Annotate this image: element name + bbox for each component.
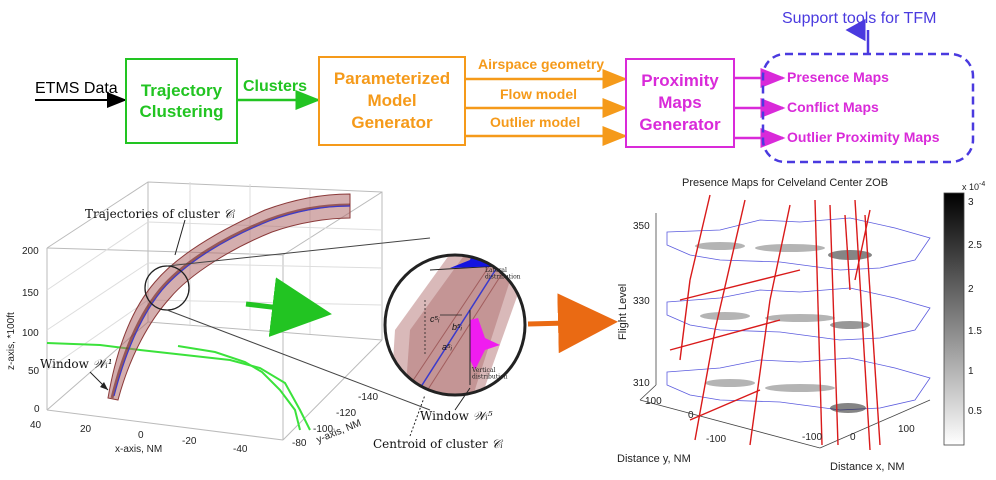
conflict-maps-label: Conflict Maps bbox=[787, 99, 879, 115]
presence-maps-label: Presence Maps bbox=[787, 69, 889, 85]
outlier-proximity-maps-label: Outlier Proximity Maps bbox=[787, 129, 940, 145]
airspace-geometry-label: Airspace geometry bbox=[478, 56, 605, 72]
zoom-line-bottom bbox=[166, 309, 431, 411]
symbol-c: c⁵ᵢ bbox=[430, 314, 440, 324]
airspace-level-330 bbox=[666, 287, 931, 341]
y-tick-m100: -100 bbox=[313, 424, 333, 435]
z-axis-label: z-axis, *100ft bbox=[6, 312, 17, 370]
z-tick-100: 100 bbox=[22, 328, 39, 339]
trajectory-tube-inner bbox=[110, 203, 351, 399]
distance-x-label: Distance x, NM bbox=[830, 461, 905, 473]
symbol-a: a⁵ᵢ bbox=[442, 342, 453, 352]
ground-track-1 bbox=[46, 342, 311, 431]
x-tick-m40: -40 bbox=[233, 444, 248, 455]
y-tick-m80: -80 bbox=[292, 438, 307, 449]
green-transition-arrow bbox=[245, 277, 332, 337]
support-tools-label: Support tools for TFM bbox=[782, 10, 937, 27]
level-310: 310 bbox=[633, 378, 650, 389]
x-tick-m20: -20 bbox=[182, 436, 197, 447]
x-axis-label: x-axis, NM bbox=[115, 444, 162, 455]
etms-label: ETMS Data bbox=[35, 80, 118, 97]
zoom-centroid-line bbox=[409, 255, 506, 395]
y-tick-m140: -140 bbox=[358, 392, 378, 403]
y-tick-m120: -120 bbox=[336, 408, 356, 419]
zoom-circle-border bbox=[383, 253, 527, 397]
airspace-level-350 bbox=[666, 217, 931, 271]
map-outputs-box bbox=[761, 52, 975, 164]
outlier-model-label: Outlier model bbox=[490, 114, 581, 130]
symbol-b: b⁵ᵢ bbox=[452, 322, 463, 332]
trajectories-annotation: Trajectories of cluster 𝒞ᵢ bbox=[85, 207, 236, 221]
flight-level-label: Flight Level bbox=[617, 284, 629, 340]
cbar-tick-2: 2 bbox=[968, 284, 974, 295]
y-tick-0: 0 bbox=[688, 410, 694, 421]
presence-map-title: Presence Maps for Celveland Center ZOB bbox=[682, 177, 888, 189]
cbar-tick-3: 3 bbox=[968, 197, 974, 208]
window-1-annotation: Window 𝒲ᵢ¹ bbox=[40, 357, 113, 371]
level-330: 330 bbox=[633, 296, 650, 307]
airspace-level-310 bbox=[666, 357, 931, 411]
window-5-annotation: Window 𝒲ᵢ⁵ bbox=[420, 409, 493, 423]
proximity-generator-label: Proximity Maps Generator bbox=[639, 71, 721, 134]
x-tick-0-map: 0 bbox=[850, 432, 856, 443]
clusters-label: Clusters bbox=[243, 78, 308, 95]
x-tick-40: 40 bbox=[30, 420, 42, 431]
centroid-annotation: Centroid of cluster 𝒞ᵢ bbox=[373, 437, 504, 451]
colorbar-exponent: x 10-4 bbox=[962, 181, 985, 192]
z-tick-0: 0 bbox=[34, 404, 40, 415]
cbar-tick-0-5: 0.5 bbox=[968, 406, 982, 417]
y-tick-100: 100 bbox=[645, 396, 662, 407]
trajectory-clustering-box: Trajectory Clustering bbox=[125, 58, 238, 144]
presence-density bbox=[695, 242, 872, 413]
trajectory-clustering-label: Trajectory Clustering bbox=[139, 81, 224, 121]
proximity-generator-box: Proximity Maps Generator bbox=[625, 58, 735, 148]
level-350: 350 bbox=[633, 221, 650, 232]
x-tick-100: 100 bbox=[898, 424, 915, 435]
x-tick-m100: -100 bbox=[802, 432, 822, 443]
orange-transition-arrow bbox=[527, 293, 618, 354]
flow-model-label: Flow model bbox=[500, 86, 577, 102]
cbar-tick-1: 1 bbox=[968, 366, 974, 377]
z-tick-200: 200 bbox=[22, 246, 39, 257]
cbar-tick-1-5: 1.5 bbox=[968, 326, 982, 337]
centroid-line bbox=[113, 205, 351, 397]
annotation-leader bbox=[174, 219, 186, 256]
x-tick-20: 20 bbox=[80, 424, 92, 435]
cbar-tick-2-5: 2.5 bbox=[968, 240, 982, 251]
z-tick-150: 150 bbox=[22, 288, 39, 299]
ground-track-2 bbox=[177, 345, 301, 431]
y-tick-m100: -100 bbox=[706, 434, 726, 445]
x-tick-0: 0 bbox=[138, 430, 144, 441]
red-trajectories bbox=[669, 194, 881, 451]
vertical-distribution-shape bbox=[470, 318, 500, 370]
model-generator-box: Parameterized Model Generator bbox=[318, 56, 466, 146]
zoom-line-top bbox=[166, 237, 431, 267]
model-generator-label: Parameterized Model Generator bbox=[333, 69, 451, 132]
distance-y-label: Distance y, NM bbox=[617, 453, 691, 465]
colorbar bbox=[943, 192, 965, 446]
z-tick-50: 50 bbox=[28, 366, 40, 377]
